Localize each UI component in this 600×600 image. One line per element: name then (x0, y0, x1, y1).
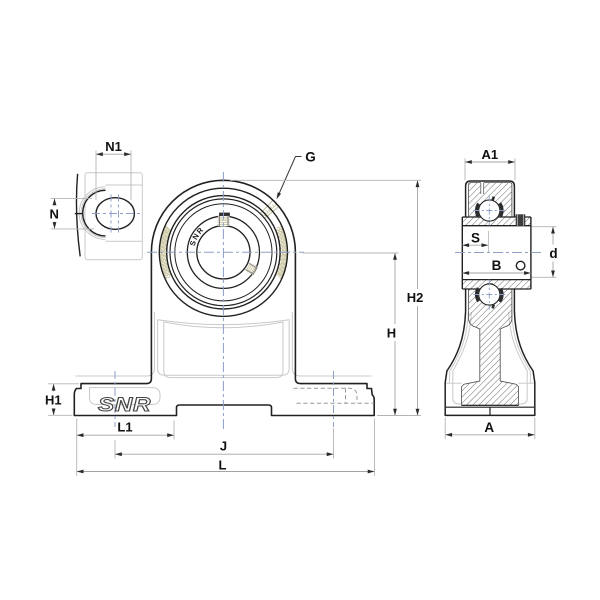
svg-text:L: L (219, 457, 227, 472)
svg-text:H: H (387, 326, 396, 341)
svg-text:S: S (471, 231, 480, 246)
svg-text:N: N (50, 206, 59, 221)
svg-text:N: N (191, 232, 202, 241)
svg-text:G: G (305, 149, 316, 164)
svg-text:N1: N1 (105, 139, 122, 154)
svg-text:J: J (220, 439, 227, 454)
svg-text:R: R (195, 225, 206, 235)
svg-text:SNR: SNR (98, 393, 151, 415)
svg-text:H2: H2 (407, 290, 424, 305)
svg-text:H1: H1 (45, 392, 62, 407)
svg-text:d: d (549, 246, 557, 261)
svg-text:B: B (492, 258, 502, 273)
svg-text:L1: L1 (117, 420, 132, 435)
svg-text:A1: A1 (481, 147, 498, 162)
svg-text:S: S (188, 240, 198, 247)
svg-text:A: A (484, 420, 494, 435)
